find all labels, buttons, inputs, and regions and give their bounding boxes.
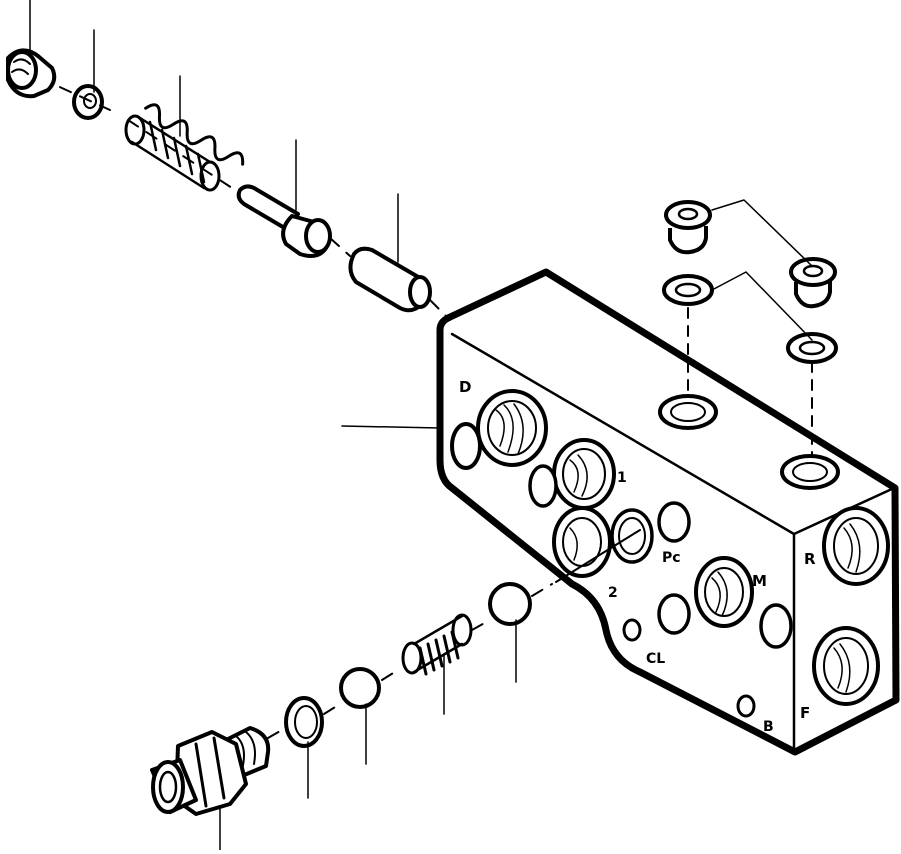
port-label-B: B xyxy=(763,719,774,735)
plug-top-left xyxy=(664,200,712,255)
plug-upper-left xyxy=(6,48,57,99)
port-F-bore xyxy=(812,626,880,706)
pin xyxy=(348,246,432,313)
washer-top-left xyxy=(662,274,714,306)
port-1-bore xyxy=(552,438,616,510)
callout-lines xyxy=(29,0,813,851)
spring-upper xyxy=(124,103,245,192)
port-label-M: M xyxy=(752,572,767,590)
top-port-right xyxy=(780,454,840,490)
port-D-bore xyxy=(476,389,548,467)
washer-top-right xyxy=(786,332,838,364)
spring-lower xyxy=(401,613,473,676)
port-2-bore xyxy=(552,506,612,578)
port-small-left xyxy=(450,422,482,470)
piston xyxy=(236,184,332,258)
port-label-D: D xyxy=(459,378,471,396)
port-B-bore xyxy=(736,694,756,718)
port-small-mid xyxy=(528,464,558,508)
port-label-Pc: Pc xyxy=(662,550,681,566)
port-small-right xyxy=(759,603,793,649)
port-CL-bore xyxy=(622,618,642,642)
washer-upper-left xyxy=(72,84,104,120)
port-M-bore xyxy=(694,556,754,628)
port-small-lower xyxy=(657,593,691,635)
port-label-1: 1 xyxy=(617,470,627,486)
port-label-CL: CL xyxy=(646,651,665,667)
port-label-F: F xyxy=(800,704,810,722)
plug-top-right xyxy=(789,257,837,309)
o-ring-lower xyxy=(284,696,324,748)
port-R-bore xyxy=(822,506,890,586)
ball-large xyxy=(488,582,532,626)
port-label-2: 2 xyxy=(608,585,618,601)
ball-small xyxy=(339,667,381,709)
fitting xyxy=(150,726,271,816)
port-label-R: R xyxy=(804,550,816,568)
top-port-left xyxy=(658,394,718,430)
port-small-upper xyxy=(657,501,691,543)
